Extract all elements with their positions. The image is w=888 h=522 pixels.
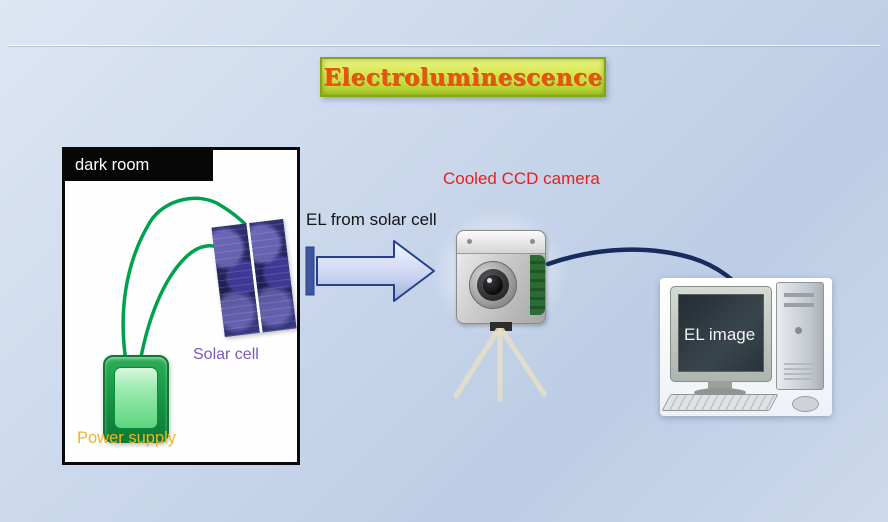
tower-drive-slot [784, 293, 814, 297]
camera-body [456, 230, 546, 324]
power-supply-label: Power supply [77, 429, 177, 447]
tower-vents [784, 363, 814, 381]
title-text: Electroluminescence [323, 63, 603, 91]
monitor-screen: EL image [678, 294, 764, 372]
slide-divider-line [8, 45, 880, 46]
lens-glint [487, 278, 492, 283]
block-arrow [316, 240, 435, 302]
arrow-tail-bar [305, 246, 315, 296]
solar-cell-graphic [211, 219, 297, 337]
camera-lens [469, 261, 517, 309]
tripod-graphic [453, 328, 547, 402]
tower-drive-slot [784, 303, 814, 307]
computer-graphic: EL image [660, 278, 832, 416]
keyboard [661, 394, 779, 411]
mouse [792, 396, 819, 412]
camera-top-plate [457, 231, 545, 254]
el-image-label: EL image [684, 325, 756, 344]
wire-a [121, 196, 259, 370]
tripod-leg [499, 328, 547, 397]
monitor-stand [708, 381, 732, 389]
el-arrow-graphic [305, 240, 435, 302]
tripod-leg [453, 328, 501, 399]
monitor-base [694, 388, 746, 397]
screw-icon [530, 239, 535, 244]
solar-cell-label: Solar cell [193, 346, 259, 363]
screw-icon [467, 239, 472, 244]
power-supply-screen [114, 367, 158, 429]
el-arrow-label: EL from solar cell [306, 210, 437, 229]
camera-circuit-board [530, 255, 545, 315]
camera-mount [490, 322, 512, 331]
tower-power-button [795, 327, 802, 334]
computer-tower [776, 282, 824, 390]
monitor: EL image [670, 286, 772, 382]
dark-room-header: dark room [65, 150, 213, 181]
ccd-camera-graphic [432, 208, 568, 402]
camera-lens-barrel [477, 269, 509, 301]
camera-lens-glass [483, 275, 503, 295]
ccd-camera-label: Cooled CCD camera [443, 169, 600, 188]
dark-room-box: dark room Solar cell Power supply [62, 147, 300, 465]
title-banner: Electroluminescence [320, 57, 606, 97]
power-supply-graphic [103, 355, 169, 443]
